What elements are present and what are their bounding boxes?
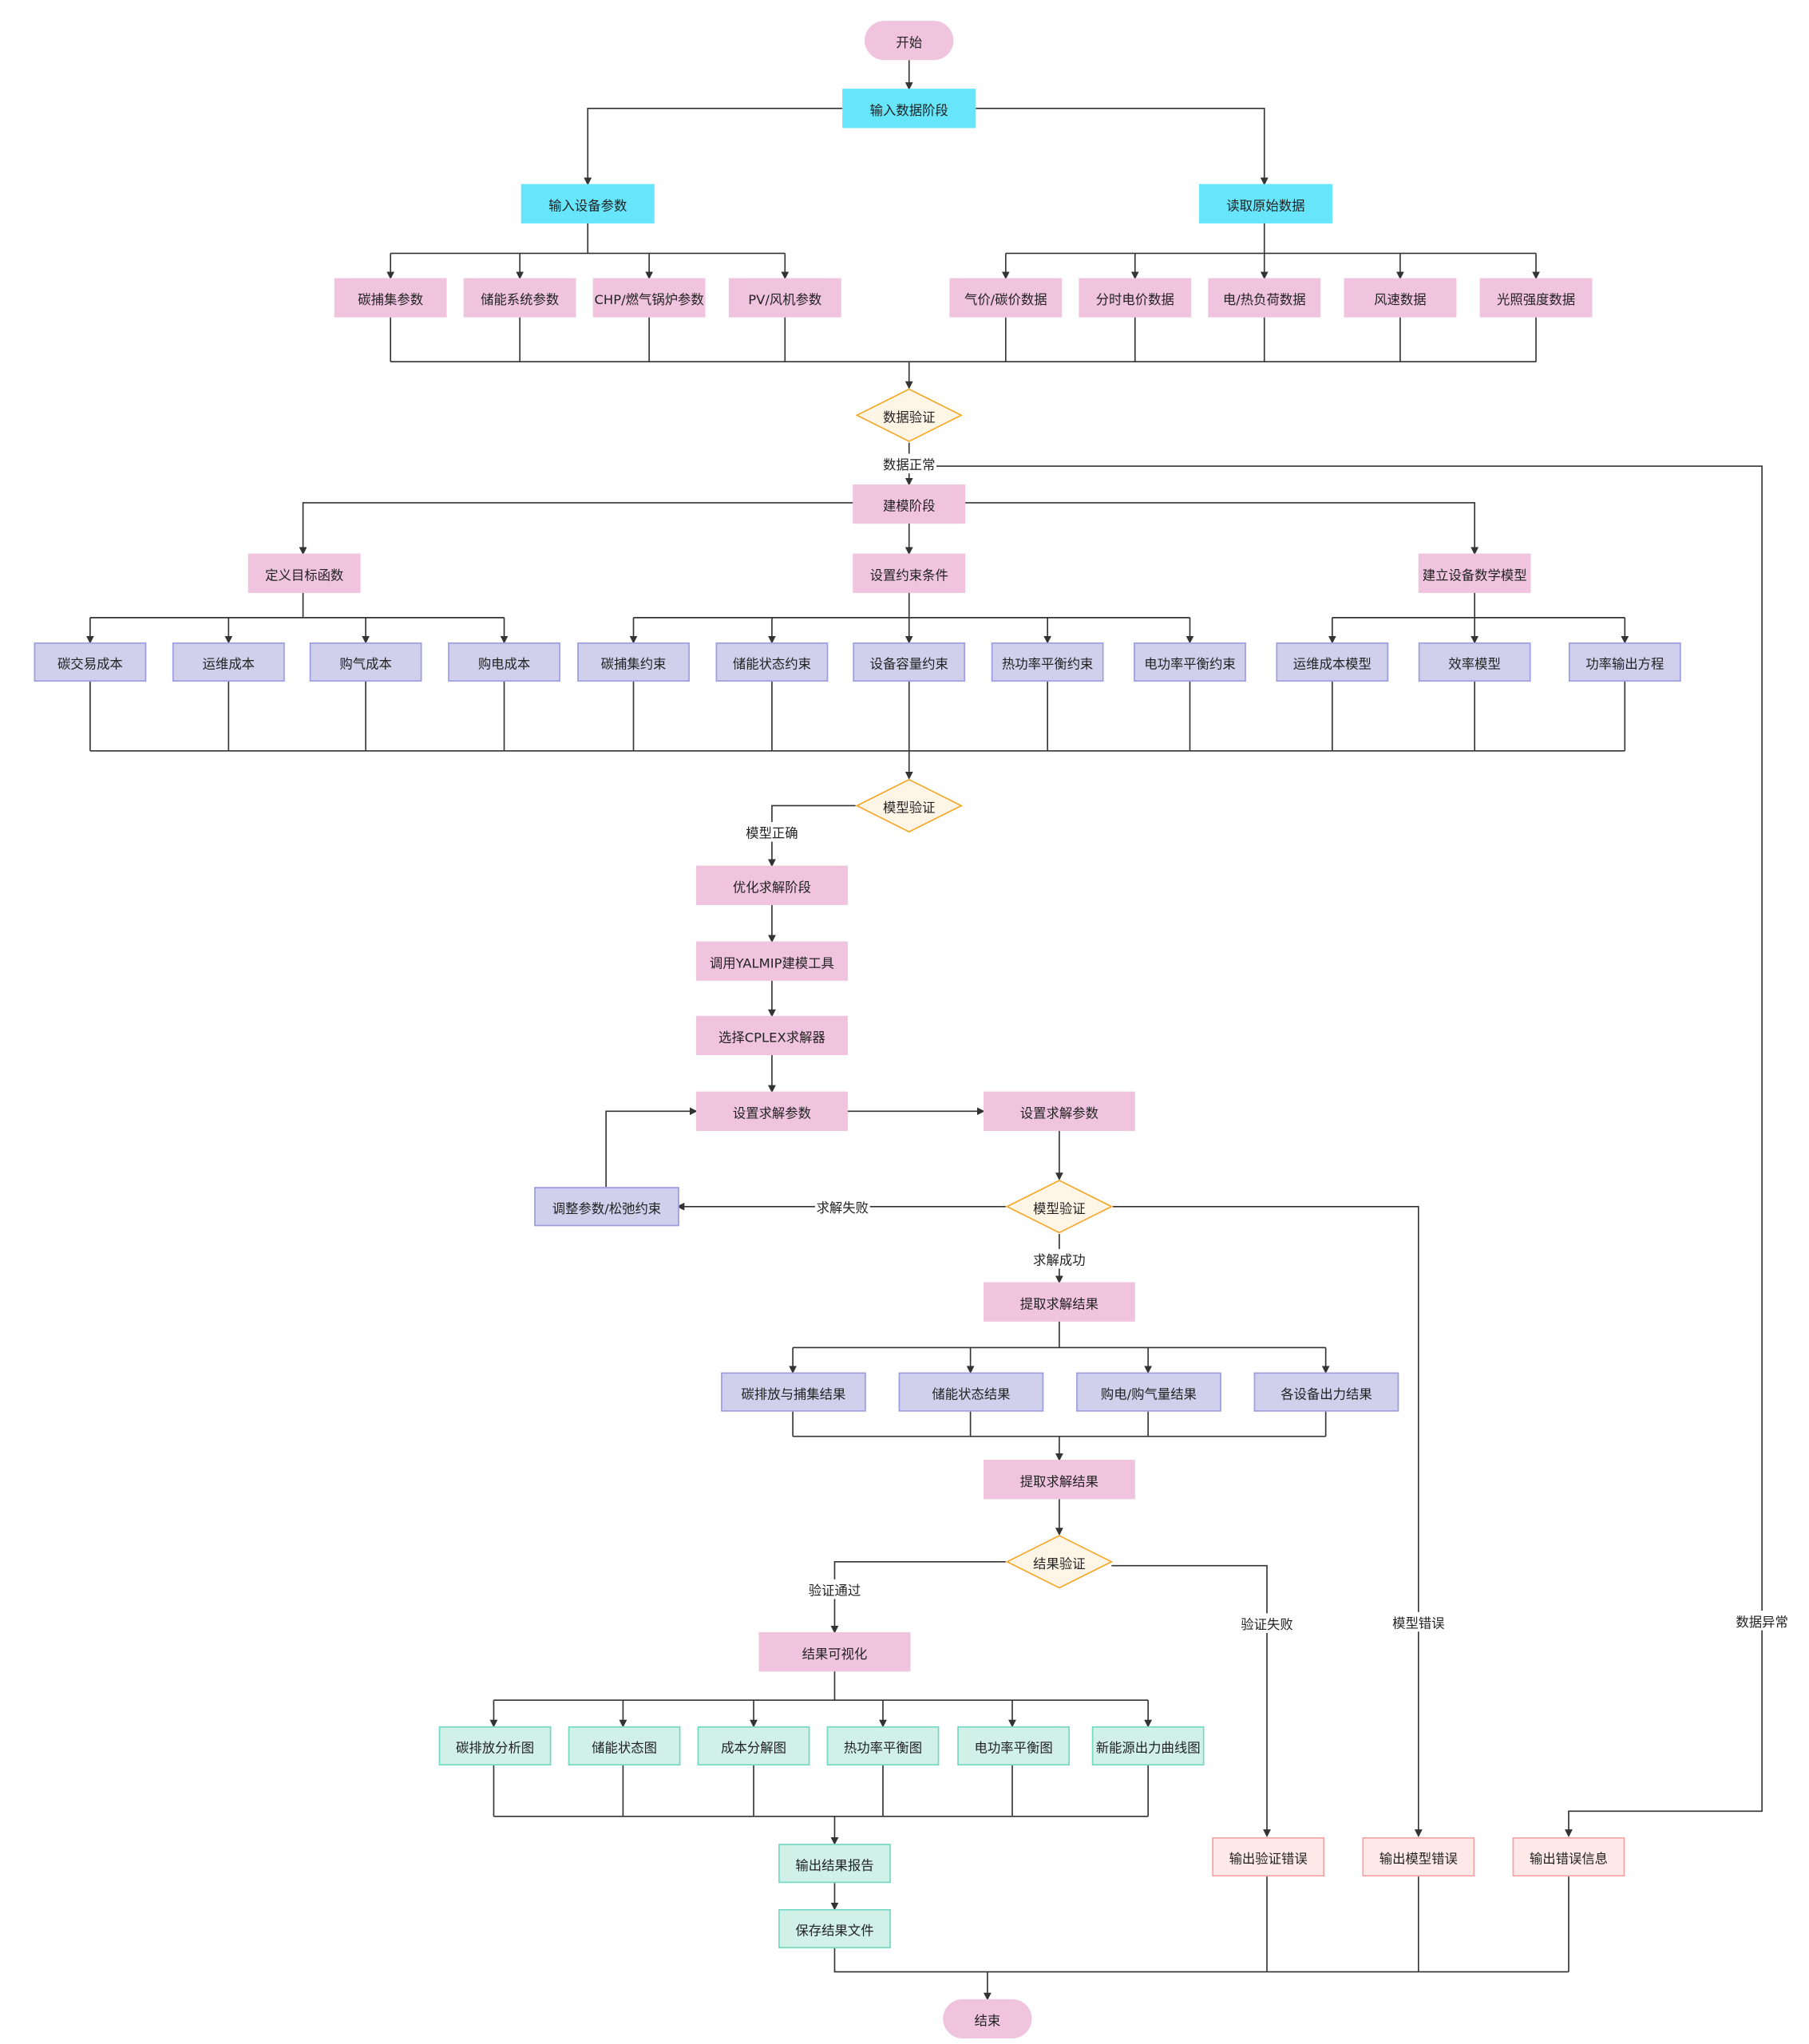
chart-item[interactable]: 新能源出力曲线图 [1091,1726,1205,1766]
raw-data-node[interactable]: 气价/碳价数据 [949,278,1063,318]
edge-label-check-pass: 验证通过 [807,1579,862,1599]
model-check-decision[interactable]: 模型验证 [855,778,963,833]
constraint-item[interactable]: 储能状态约束 [715,642,829,682]
decision-label: 模型验证 [1033,1202,1086,1217]
constraint-item[interactable]: 热功率平衡约束 [991,642,1104,682]
edge-label-model-error: 模型错误 [1391,1611,1447,1632]
objective-item[interactable]: 运维成本 [172,642,285,682]
data-check-decision[interactable]: 数据验证 [855,388,963,443]
objective-item[interactable]: 购电成本 [448,642,560,682]
cplex-node[interactable]: 选择CPLEX求解器 [696,1015,848,1055]
decision-label: 结果验证 [1033,1557,1086,1572]
extract-node[interactable]: 提取求解结果 [983,1282,1135,1322]
edge-label-data-ok: 数据正常 [881,453,937,474]
constraint-item[interactable]: 碳捕集约束 [577,642,690,682]
edge-label-solve-fail: 求解失败 [814,1196,870,1217]
opt-stage-node[interactable]: 优化求解阶段 [696,865,848,905]
yalmip-node[interactable]: 调用YALMIP建模工具 [696,941,848,981]
chart-item[interactable]: 热功率平衡图 [826,1726,940,1766]
edge-label-solve-ok: 求解成功 [1031,1248,1087,1269]
chart-item[interactable]: 成本分解图 [697,1726,810,1766]
model-item[interactable]: 运维成本模型 [1276,642,1389,682]
report-node[interactable]: 输出结果报告 [778,1844,891,1884]
modeling-stage-node[interactable]: 建模阶段 [853,484,966,524]
adjust-node[interactable]: 调整参数/松弛约束 [534,1187,679,1227]
device-param-node[interactable]: PV/风机参数 [728,278,841,318]
chart-item[interactable]: 电功率平衡图 [957,1726,1070,1766]
chart-item[interactable]: 储能状态图 [568,1726,681,1766]
raw-data-node[interactable]: 电/热负荷数据 [1208,278,1321,318]
constraint-item[interactable]: 电功率平衡约束 [1134,642,1246,682]
edge-label-check-fail: 验证失败 [1239,1613,1295,1633]
read-raw-node[interactable]: 读取原始数据 [1198,184,1332,223]
objective-item[interactable]: 碳交易成本 [34,642,147,682]
set-constraints-node[interactable]: 设置约束条件 [853,553,966,593]
chart-item[interactable]: 碳排放分析图 [438,1726,552,1766]
extract-node-2[interactable]: 提取求解结果 [983,1460,1135,1500]
end-node[interactable]: 结束 [943,1999,1032,2038]
output-check-error-node[interactable]: 输出验证错误 [1212,1836,1325,1877]
objective-item[interactable]: 购气成本 [309,642,422,682]
solve-check-decision[interactable]: 模型验证 [1005,1179,1113,1234]
edge-label-data-error: 数据异常 [1734,1611,1790,1631]
device-param-node[interactable]: 储能系统参数 [463,278,576,318]
device-param-node[interactable]: CHP/燃气锅炉参数 [592,278,706,318]
raw-data-node[interactable]: 风速数据 [1344,278,1457,318]
raw-data-node[interactable]: 分时电价数据 [1079,278,1192,318]
output-model-error-node[interactable]: 输出模型错误 [1362,1836,1475,1877]
decision-label: 模型验证 [883,801,936,816]
input-device-node[interactable]: 输入设备参数 [521,184,655,223]
save-node[interactable]: 保存结果文件 [778,1908,891,1949]
visualize-node[interactable]: 结果可视化 [758,1632,911,1672]
constraint-item[interactable]: 设备容量约束 [853,642,966,682]
raw-data-node[interactable]: 光照强度数据 [1479,278,1593,318]
decision-label: 数据验证 [883,410,936,425]
define-objective-node[interactable]: 定义目标函数 [247,553,361,593]
result-item[interactable]: 购电/购气量结果 [1076,1372,1221,1412]
device-param-node[interactable]: 碳捕集参数 [334,278,447,318]
edge-label-model-ok: 模型正确 [744,821,800,842]
model-item[interactable]: 功率输出方程 [1568,642,1681,682]
start-node[interactable]: 开始 [865,21,954,61]
solve-params-node-2[interactable]: 设置求解参数 [983,1091,1135,1131]
output-error-info-node[interactable]: 输出错误信息 [1512,1836,1625,1877]
build-models-node[interactable]: 建立设备数学模型 [1418,553,1531,593]
result-check-decision[interactable]: 结果验证 [1005,1534,1113,1589]
input-stage-node[interactable]: 输入数据阶段 [842,89,976,128]
model-item[interactable]: 效率模型 [1418,642,1531,682]
solve-params-node[interactable]: 设置求解参数 [696,1091,848,1131]
result-item[interactable]: 碳排放与捕集结果 [721,1372,866,1412]
result-item[interactable]: 储能状态结果 [898,1372,1044,1412]
result-item[interactable]: 各设备出力结果 [1253,1372,1399,1412]
